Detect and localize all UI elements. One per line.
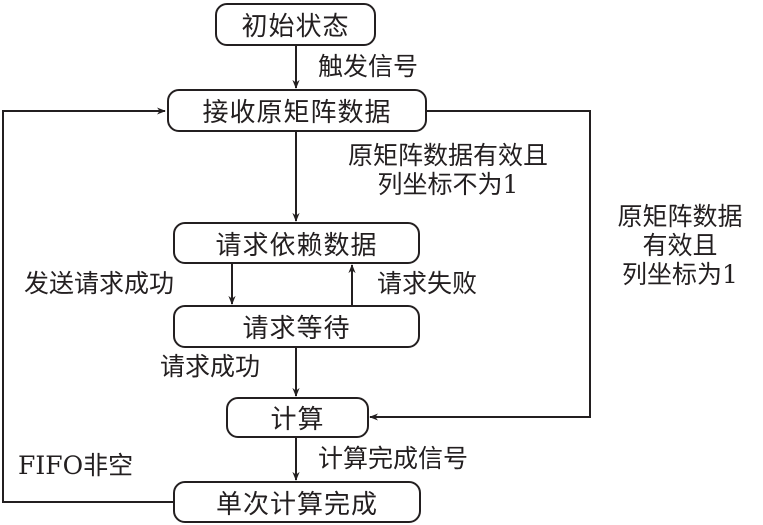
label-valid-col-not-1: 原矩阵数据有效且 列坐标不为1 [306,141,590,200]
node-request-wait: 请求等待 [173,305,420,348]
edge-receive-compute [369,110,591,421]
node-receive-matrix-data: 接收原矩阵数据 [167,89,427,132]
node-request-dependency-data: 请求依赖数据 [173,222,420,264]
label-line: 列坐标为1 [622,259,738,289]
label-send-request-success: 发送请求成功 [24,269,175,298]
label-compute-done-signal: 计算完成信号 [318,444,469,473]
node-single-compute-done: 单次计算完成 [173,481,421,523]
label-line: 原矩阵数据 [617,202,743,231]
label-request-fail: 请求失败 [377,269,478,298]
label-trigger-signal: 触发信号 [318,52,419,81]
label-line: 列坐标不为1 [377,169,519,199]
label-line: 有效且 [642,230,718,260]
node-compute: 计算 [226,397,369,438]
label-fifo-not-empty: FIFO非空 [18,451,134,480]
edge-done-receive [2,107,173,503]
label-request-success: 请求成功 [160,352,261,381]
label-line: 原矩阵数据有效且 [347,141,548,170]
node-initial-state: 初始状态 [215,3,376,46]
label-valid-col-is-1: 原矩阵数据 有效且 列坐标为1 [597,202,763,289]
